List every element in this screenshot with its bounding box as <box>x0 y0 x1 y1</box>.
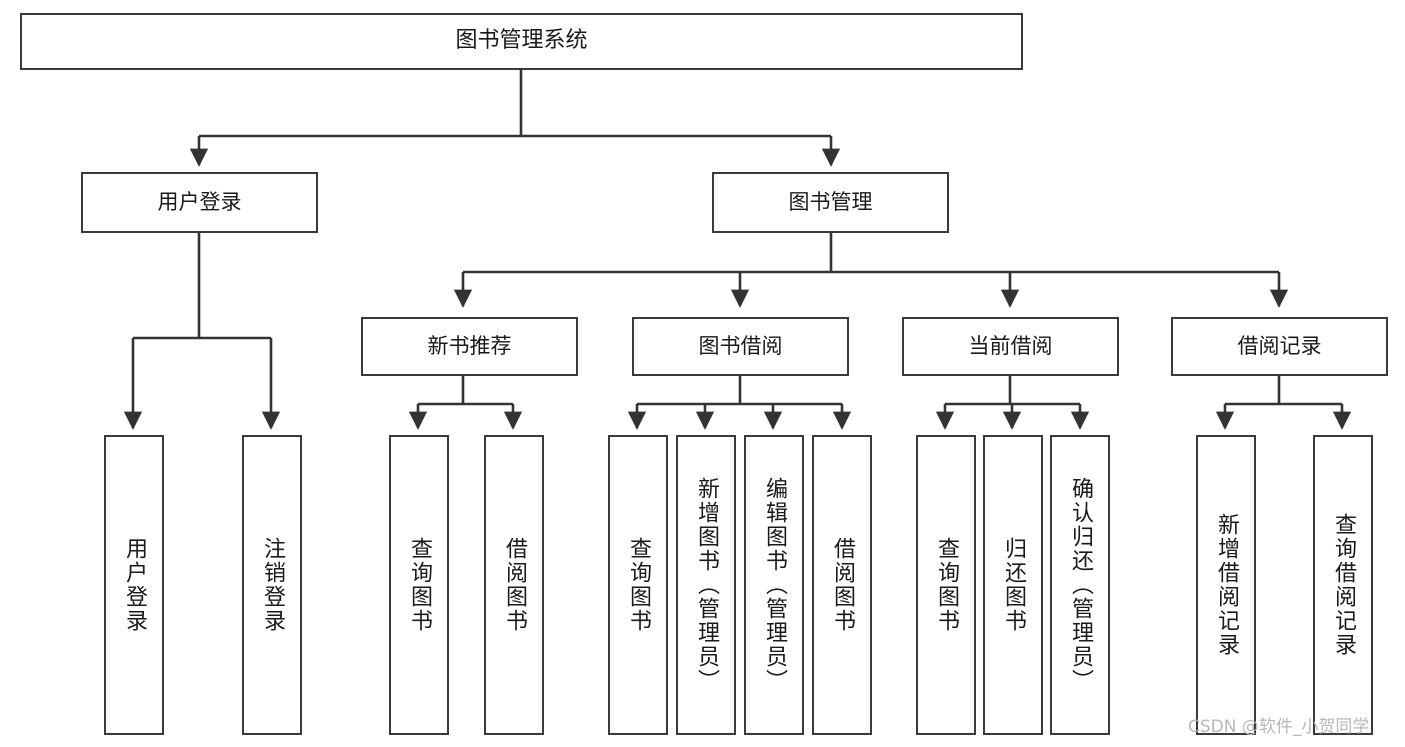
leaf-book-borrow-1[interactable]: 新增图书（管理员） <box>676 435 736 735</box>
leaf-user-login-0[interactable]: 用户登录 <box>104 435 164 735</box>
node-book-borrow[interactable]: 图书借阅 <box>632 317 849 376</box>
node-book-borrow-label: 图书借阅 <box>698 333 783 358</box>
node-book-manage[interactable]: 图书管理 <box>712 172 949 233</box>
node-book-manage-label: 图书管理 <box>788 189 873 214</box>
leaf-current-borrow-1-label: 归还图书 <box>1001 537 1026 633</box>
leaf-borrow-records-0-label: 新增借阅记录 <box>1214 513 1239 657</box>
node-borrow-records-label: 借阅记录 <box>1237 333 1322 358</box>
leaf-current-borrow-2[interactable]: 确认归还（管理员） <box>1050 435 1110 735</box>
leaf-borrow-records-1-label: 查询借阅记录 <box>1331 513 1356 657</box>
leaf-book-borrow-0[interactable]: 查询图书 <box>608 435 668 735</box>
leaf-book-borrow-3[interactable]: 借阅图书 <box>812 435 872 735</box>
leaf-current-borrow-1[interactable]: 归还图书 <box>983 435 1043 735</box>
leaf-current-borrow-0[interactable]: 查询图书 <box>916 435 976 735</box>
watermark: CSDN @软件_小贺同学 <box>1188 717 1370 737</box>
node-user-login[interactable]: 用户登录 <box>81 172 318 233</box>
node-new-books[interactable]: 新书推荐 <box>361 317 578 376</box>
node-root-label: 图书管理系统 <box>455 28 588 54</box>
leaf-current-borrow-0-label: 查询图书 <box>934 537 959 633</box>
leaf-new-books-0[interactable]: 查询图书 <box>389 435 449 735</box>
node-borrow-records[interactable]: 借阅记录 <box>1171 317 1388 376</box>
node-user-login-label: 用户登录 <box>157 189 242 214</box>
leaf-book-borrow-2[interactable]: 编辑图书（管理员） <box>744 435 804 735</box>
node-current-borrow[interactable]: 当前借阅 <box>902 317 1119 376</box>
leaf-borrow-records-1[interactable]: 查询借阅记录 <box>1313 435 1373 735</box>
leaf-book-borrow-0-label: 查询图书 <box>626 537 651 633</box>
leaf-book-borrow-3-label: 借阅图书 <box>830 537 855 633</box>
leaf-user-login-1-label: 注销登录 <box>260 537 285 633</box>
leaf-borrow-records-0[interactable]: 新增借阅记录 <box>1196 435 1256 735</box>
leaf-book-borrow-1-label: 新增图书（管理员） <box>694 477 719 693</box>
node-current-borrow-label: 当前借阅 <box>968 333 1053 358</box>
leaf-book-borrow-2-label: 编辑图书（管理员） <box>762 477 787 693</box>
leaf-user-login-1[interactable]: 注销登录 <box>242 435 302 735</box>
leaf-new-books-1-label: 借阅图书 <box>502 537 527 633</box>
leaf-current-borrow-2-label: 确认归还（管理员） <box>1068 477 1093 693</box>
node-root[interactable]: 图书管理系统 <box>20 13 1023 70</box>
leaf-new-books-1[interactable]: 借阅图书 <box>484 435 544 735</box>
node-new-books-label: 新书推荐 <box>427 333 512 358</box>
leaf-new-books-0-label: 查询图书 <box>407 537 432 633</box>
leaf-user-login-0-label: 用户登录 <box>122 537 147 633</box>
